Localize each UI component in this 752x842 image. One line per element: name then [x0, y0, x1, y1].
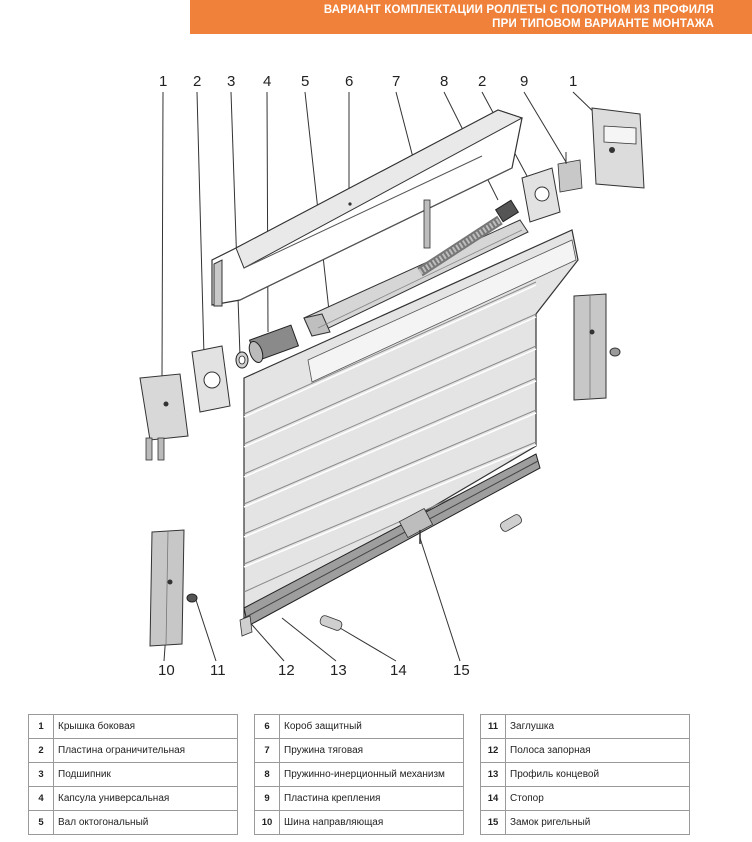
legend-num: 8	[254, 762, 280, 787]
legend-label: Профиль концевой	[505, 762, 690, 787]
callout-2b: 2	[478, 73, 486, 90]
legend-num: 12	[480, 738, 506, 763]
legend-num: 13	[480, 762, 506, 787]
legend-label: Пластина крепления	[279, 786, 464, 811]
callout-7: 7	[392, 73, 400, 90]
legend-label: Пластина ограничительная	[53, 738, 238, 763]
legend-num: 9	[254, 786, 280, 811]
legend-num: 4	[28, 786, 54, 811]
universal-capsule	[248, 324, 300, 364]
legend-label: Заглушка	[505, 714, 690, 739]
plug-right	[609, 347, 621, 357]
callout-1b: 1	[569, 73, 577, 90]
side-cover-right	[591, 107, 645, 189]
legend-label: Замок ригельный	[505, 810, 690, 835]
mounting-plate	[557, 152, 583, 193]
legend-label: Пружинно-инерционный механизм	[279, 762, 464, 787]
callout-12: 12	[278, 662, 295, 679]
legend-num: 2	[28, 738, 54, 763]
protective-box	[211, 109, 524, 307]
legend-num: 6	[254, 714, 280, 739]
callout-14: 14	[390, 662, 407, 679]
legend-label: Короб защитный	[279, 714, 464, 739]
callout-3: 3	[227, 73, 235, 90]
callouts-top: 1 2 3 4 5 6 7 8 2 9 1	[159, 73, 577, 90]
legend-num: 7	[254, 738, 280, 763]
legend-label: Пружина тяговая	[279, 738, 464, 763]
legend-num: 10	[254, 810, 280, 835]
title-line-2: ПРИ ТИПОВОМ ВАРИАНТЕ МОНТАЖА	[492, 18, 714, 30]
callouts-bottom: 10 11 12 13 14 15	[158, 662, 470, 679]
callout-5: 5	[301, 73, 309, 90]
spring-mechanism	[417, 199, 520, 277]
limit-plate-left	[191, 345, 231, 413]
callout-8: 8	[440, 73, 448, 90]
callout-6: 6	[345, 73, 353, 90]
callout-15: 15	[453, 662, 470, 679]
stopper-a	[500, 514, 522, 532]
callout-4: 4	[263, 73, 271, 90]
callout-11: 11	[210, 662, 226, 679]
legend-num: 11	[480, 714, 506, 739]
legend-num: 15	[480, 810, 506, 835]
stopper-b	[319, 615, 343, 631]
callout-10: 10	[158, 662, 175, 679]
plug-left	[186, 593, 198, 603]
traction-spring	[423, 199, 431, 249]
callout-1a: 1	[159, 73, 167, 90]
legend-num: 1	[28, 714, 54, 739]
legend-label: Капсула универсальная	[53, 786, 238, 811]
title-line-1: ВАРИАНТ КОМПЛЕКТАЦИИ РОЛЛЕТЫ С ПОЛОТНОМ …	[323, 4, 714, 16]
latch-lock	[398, 507, 434, 544]
legend-label: Вал октогональный	[53, 810, 238, 835]
legend-label: Подшипник	[53, 762, 238, 787]
bearing	[235, 351, 249, 369]
limit-plate-right	[521, 167, 561, 223]
callout-13: 13	[330, 662, 347, 679]
guide-rail-right	[573, 293, 607, 401]
callout-9: 9	[520, 73, 528, 90]
guide-rail-left	[149, 529, 185, 647]
legend-label: Полоса запорная	[505, 738, 690, 763]
legend-num: 3	[28, 762, 54, 787]
legend-num: 5	[28, 810, 54, 835]
end-profile	[239, 453, 541, 637]
legend-label: Крышка боковая	[53, 714, 238, 739]
title-banner: ВАРИАНТ КОМПЛЕКТАЦИИ РОЛЛЕТЫ С ПОЛОТНОМ …	[190, 0, 752, 34]
side-cover-left	[139, 373, 189, 461]
exploded-assembly-drawing: 1 2 3 4 5 6 7 8 2 9 1 10 11 12 13 14 15	[139, 73, 645, 679]
legend-num: 14	[480, 786, 506, 811]
legend-label: Шина направляющая	[279, 810, 464, 835]
legend-label: Стопор	[505, 786, 690, 811]
callout-2a: 2	[193, 73, 201, 90]
